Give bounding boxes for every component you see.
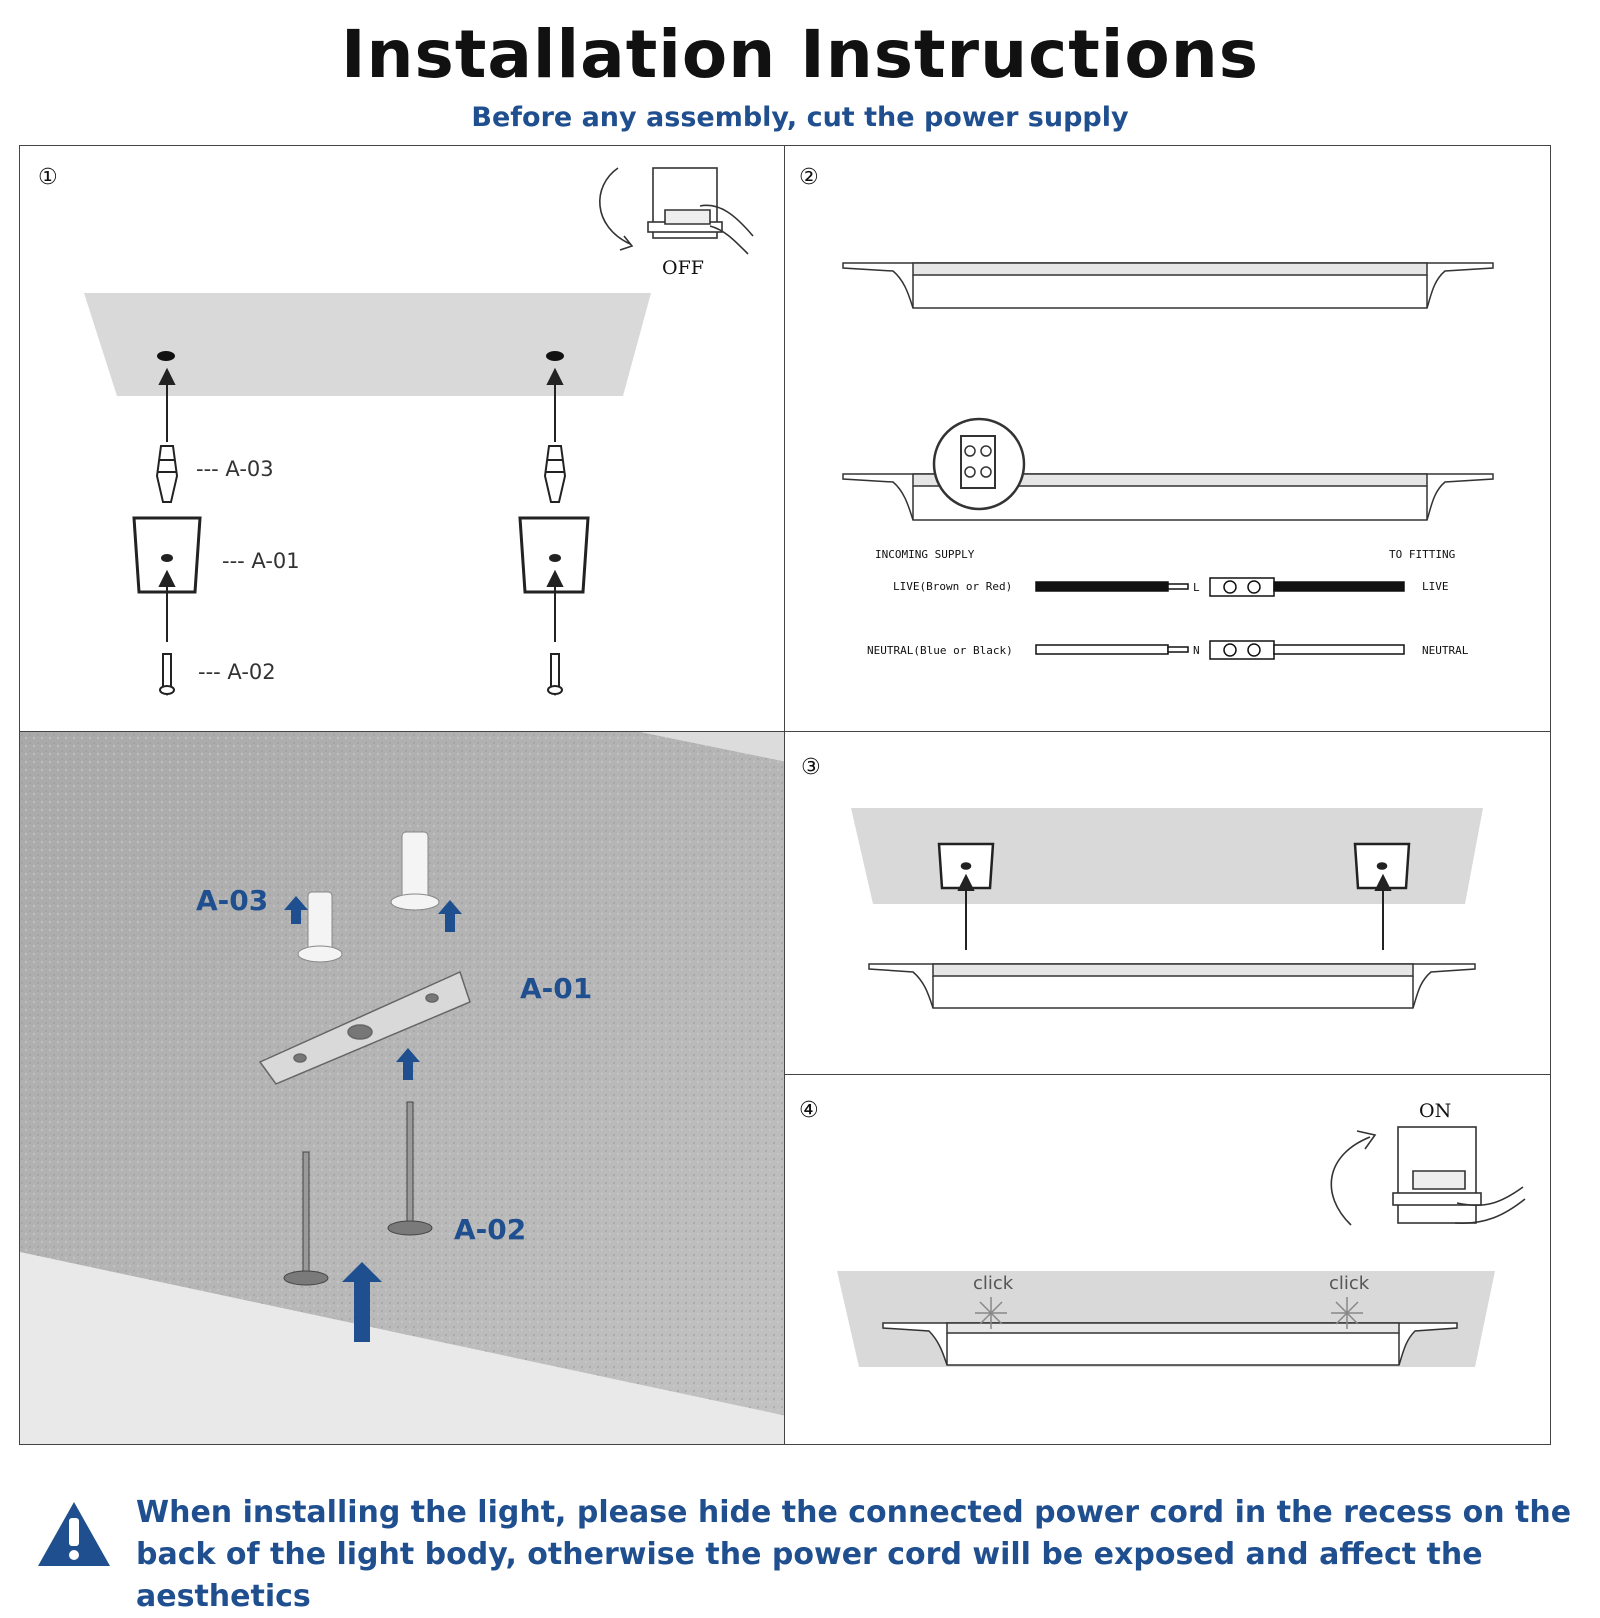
light-fixture-terminal <box>842 417 1494 521</box>
footer-note: When installing the light, please hide t… <box>136 1495 1572 1614</box>
photo-a02-label: A-02 <box>454 1213 526 1246</box>
screw-photo <box>283 1101 433 1286</box>
light-fixture <box>868 963 1476 1009</box>
incoming-supply-label: INCOMING SUPPLY <box>875 548 975 561</box>
step-2-panel: ② INCOMING SUPPLY TO FITTING LIVE(Brown … <box>784 145 1551 732</box>
warning-icon <box>38 1502 110 1566</box>
off-label: OFF <box>662 257 704 279</box>
drill-hole-left <box>157 351 175 361</box>
neutral-code: N <box>1193 644 1200 657</box>
assembly-right <box>518 367 590 697</box>
step-1-panel: ① OFF <box>19 145 786 732</box>
photo-panel: A-03 A-01 A-02 <box>19 731 786 1445</box>
assembly-left <box>132 367 202 697</box>
page-title: Installation Instructions <box>341 16 1259 93</box>
page-subtitle: Before any assembly, cut the power suppl… <box>471 102 1129 133</box>
step-4-number: ④ <box>799 1098 819 1123</box>
live-code: L <box>1193 581 1200 594</box>
live-wire-diagram <box>1035 577 1405 597</box>
photo-a01-label: A-01 <box>520 972 592 1005</box>
breaker-switch-off-icon <box>598 167 754 255</box>
live-input-label: LIVE(Brown or Red) <box>893 580 1012 593</box>
click-left-label: click <box>973 1273 1014 1294</box>
up-arrows <box>284 896 462 1342</box>
step-1-number: ① <box>38 165 58 190</box>
bracket-mounted <box>937 842 1411 890</box>
part-a01-label: --- A-01 <box>222 549 300 573</box>
click-right-label: click <box>1329 1273 1370 1294</box>
breaker-switch-on-icon <box>1330 1126 1526 1226</box>
drill-hole-right <box>546 351 564 361</box>
bracket-photo <box>258 970 471 1085</box>
neutral-input-label: NEUTRAL(Blue or Black) <box>867 644 1013 657</box>
click-burst-icon <box>975 1297 1363 1329</box>
step-2-number: ② <box>799 165 819 190</box>
step-4-panel: ④ ON click click <box>784 1074 1551 1445</box>
ceiling-surface <box>851 808 1483 904</box>
step-3-panel: ③ <box>784 731 1551 1076</box>
light-fixture <box>842 262 1494 309</box>
light-fixture <box>882 1322 1458 1366</box>
on-label: ON <box>1419 1100 1451 1122</box>
photo-a03-label: A-03 <box>196 884 268 917</box>
ceiling-surface <box>84 293 651 396</box>
neutral-output-label: NEUTRAL <box>1422 644 1469 657</box>
part-a03-label: --- A-03 <box>196 457 274 481</box>
anchor-photo <box>297 831 440 963</box>
to-fitting-label: TO FITTING <box>1389 548 1455 561</box>
neutral-wire-diagram <box>1035 640 1405 660</box>
live-output-label: LIVE <box>1422 580 1449 593</box>
part-a02-label: --- A-02 <box>198 660 276 684</box>
step-3-number: ③ <box>801 755 821 780</box>
mount-arrows <box>957 873 1392 950</box>
